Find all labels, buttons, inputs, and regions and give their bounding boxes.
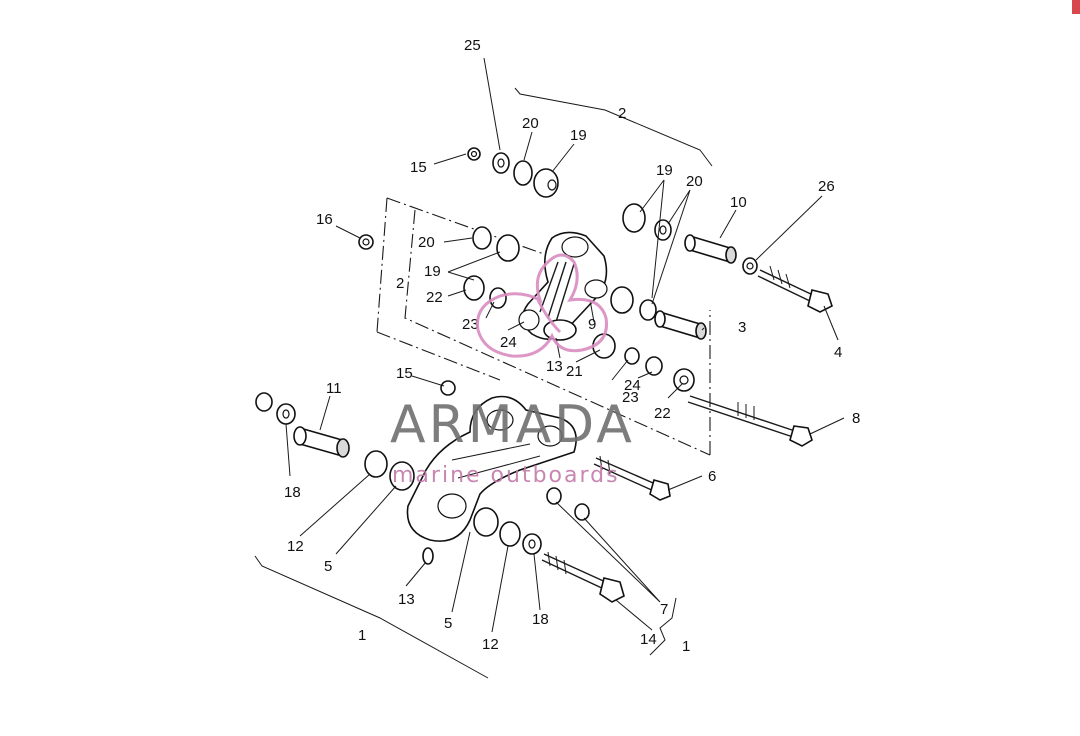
watermark: ARMADA marine outboards <box>390 253 635 488</box>
callout-22: 22 <box>426 289 443 306</box>
main-lever <box>406 395 577 542</box>
callout-7: 7 <box>660 601 668 618</box>
callout-5: 5 <box>324 558 332 575</box>
callout-2: 2 <box>618 105 626 122</box>
collar-11 <box>293 426 350 458</box>
callout-19: 19 <box>570 127 587 144</box>
callout-2: 2 <box>396 275 404 292</box>
callout-15: 15 <box>410 159 427 176</box>
callout-20: 20 <box>686 173 703 190</box>
corner-marker <box>1072 0 1080 14</box>
callout-labels: 25 2 20 19 15 19 20 26 10 16 20 19 2 22 … <box>284 37 860 655</box>
callout-18: 18 <box>532 611 549 628</box>
collar-10 <box>684 234 737 264</box>
bolt-4 <box>757 265 833 313</box>
callout-23: 23 <box>462 316 479 333</box>
callout-14: 14 <box>640 631 657 648</box>
callout-18: 18 <box>284 484 301 501</box>
bolt-8 <box>687 395 813 447</box>
callout-26: 26 <box>818 178 835 195</box>
callout-4: 4 <box>834 344 842 361</box>
leader-lines <box>285 57 845 633</box>
callout-13: 13 <box>398 591 415 608</box>
collar-3 <box>654 310 707 340</box>
callout-22: 22 <box>654 405 671 422</box>
callout-5: 5 <box>444 615 452 632</box>
callout-6: 6 <box>708 468 716 485</box>
callout-12: 12 <box>482 636 499 653</box>
callout-21: 21 <box>566 363 583 380</box>
callout-24: 24 <box>500 334 517 351</box>
callout-16: 16 <box>316 211 333 228</box>
callout-23: 23 <box>622 389 639 406</box>
callout-15: 15 <box>396 365 413 382</box>
washers <box>255 147 758 565</box>
callout-1: 1 <box>358 627 366 644</box>
bolt-14 <box>541 551 625 603</box>
callout-19: 19 <box>424 263 441 280</box>
callout-3: 3 <box>738 319 746 336</box>
callout-11: 11 <box>326 380 342 397</box>
callout-19: 19 <box>656 162 673 179</box>
watermark-tagline: marine outboards <box>392 463 620 488</box>
callout-12: 12 <box>287 538 304 555</box>
callout-25: 25 <box>464 37 481 54</box>
watermark-brand: ARMADA <box>390 395 635 455</box>
callout-8: 8 <box>852 410 860 427</box>
callout-9: 9 <box>588 316 596 333</box>
bolt-6 <box>593 455 671 501</box>
callout-1: 1 <box>682 638 690 655</box>
callout-13: 13 <box>546 358 563 375</box>
assembly-brackets <box>254 87 713 679</box>
watermark-logo-symbol <box>475 253 608 358</box>
callout-20: 20 <box>522 115 539 132</box>
callout-10: 10 <box>730 194 747 211</box>
callout-20: 20 <box>418 234 435 251</box>
callout-24: 24 <box>624 377 641 394</box>
